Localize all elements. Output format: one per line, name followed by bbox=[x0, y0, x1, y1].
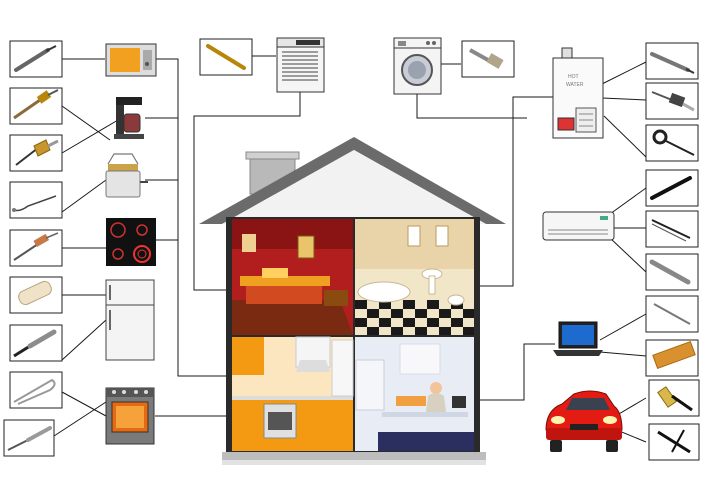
probe-sensor-icon bbox=[645, 42, 699, 80]
capsule-sensor-icon bbox=[645, 253, 699, 291]
loop-sensor-icon bbox=[9, 371, 63, 409]
microwave-icon bbox=[105, 43, 157, 77]
brass-fitting-sensor-icon bbox=[9, 134, 63, 172]
connection-lines bbox=[53, 55, 647, 443]
copper-tip-sensor-icon bbox=[9, 229, 63, 267]
refrigerator-icon bbox=[105, 279, 155, 361]
bedroom-scene bbox=[232, 219, 353, 335]
threaded-probe-icon bbox=[645, 82, 699, 120]
threaded-probe-icon bbox=[9, 87, 63, 125]
clip-sensor-icon bbox=[648, 423, 700, 461]
ring-lug-sensor-icon bbox=[645, 124, 699, 162]
air-conditioner-icon bbox=[542, 211, 615, 241]
coffee-maker-icon bbox=[114, 97, 144, 139]
office-scene bbox=[355, 337, 474, 451]
thin-rod-sensor-icon bbox=[199, 38, 253, 76]
water-heater-label-top: HOT bbox=[568, 74, 579, 80]
washing-machine-icon bbox=[393, 37, 442, 95]
water-heater-label-bottom: WATER bbox=[566, 82, 584, 88]
flat-probe-icon bbox=[3, 419, 55, 457]
roof bbox=[199, 137, 506, 224]
cable-probe-icon bbox=[9, 324, 63, 362]
wire-probe-icon bbox=[645, 210, 699, 248]
film-sensor-icon bbox=[645, 339, 699, 377]
kitchen-scene bbox=[232, 336, 354, 451]
probe-sensor-icon bbox=[9, 40, 63, 78]
right-sensor-column bbox=[645, 42, 700, 461]
threaded-connector-sensor-icon bbox=[648, 379, 700, 417]
ceramic-sensor-icon bbox=[9, 276, 63, 314]
laptop-icon bbox=[553, 321, 603, 356]
car-icon bbox=[545, 390, 623, 452]
bathroom-scene bbox=[355, 219, 474, 335]
dishwasher-icon bbox=[276, 37, 325, 93]
wire-sensor-icon bbox=[9, 181, 63, 219]
epoxy-sensor-icon bbox=[645, 169, 699, 207]
threaded-sensor-icon bbox=[461, 40, 515, 78]
deep-fryer-icon bbox=[105, 153, 148, 198]
water-heater-icon: HOT WATER bbox=[552, 47, 604, 139]
induction-cooktop-icon bbox=[106, 218, 156, 266]
thin-probe-icon bbox=[645, 295, 699, 333]
house bbox=[199, 137, 506, 465]
oven-icon bbox=[105, 387, 155, 445]
left-sensor-column bbox=[3, 40, 63, 457]
